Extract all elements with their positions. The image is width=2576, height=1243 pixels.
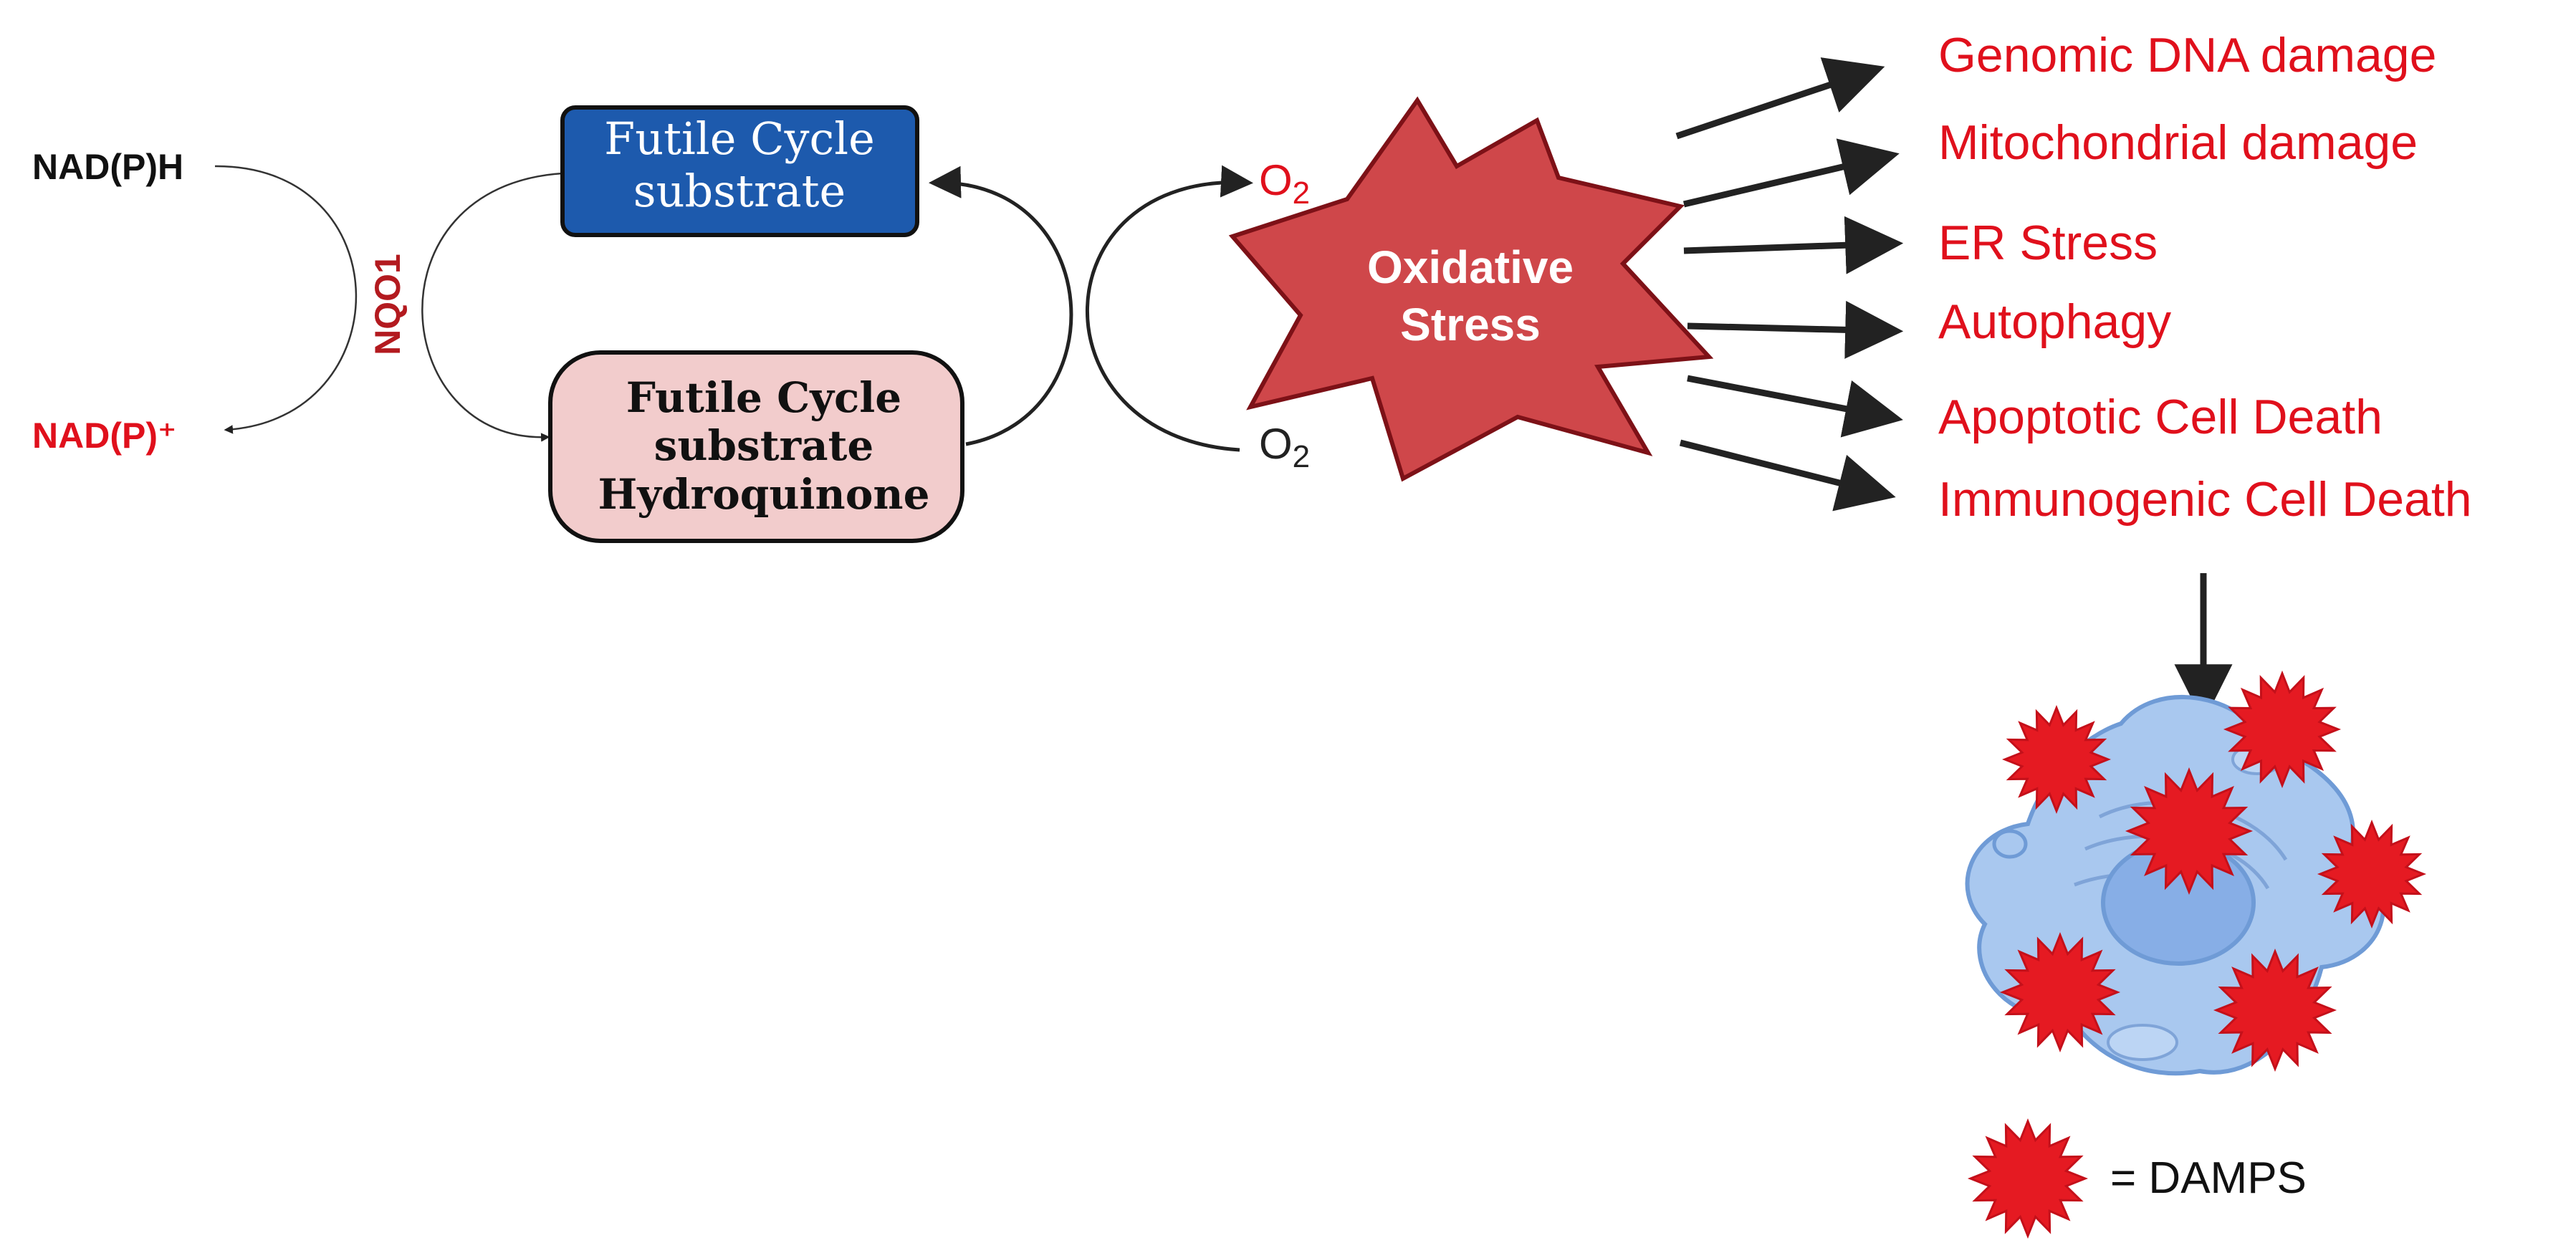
nadp-plus-label: NAD(P)⁺	[32, 416, 176, 456]
damp-particle	[1967, 1118, 2089, 1239]
svg-text:substrate: substrate	[633, 165, 846, 217]
svg-text:substrate: substrate	[654, 421, 874, 470]
arrow-to-icd	[1679, 439, 1896, 512]
oxygen-arc	[1085, 165, 1253, 452]
nadph-label: NAD(P)H	[32, 147, 183, 187]
legend: = DAMPS	[1967, 1118, 2307, 1239]
svg-text:Stress: Stress	[1400, 299, 1541, 350]
svg-text:Oxidative: Oxidative	[1367, 241, 1574, 293]
futile-cycle-substrate-box: Futile Cycle substrate	[560, 105, 919, 237]
outcome-autophagy: Autophagy	[1938, 294, 2171, 349]
outcome-mito-damage: Mitochondrial damage	[1938, 115, 2418, 170]
outcome-apoptosis: Apoptotic Cell Death	[1938, 390, 2383, 444]
legend-label: = DAMPS	[2110, 1153, 2307, 1203]
arrow-to-mito-damage	[1682, 138, 1900, 208]
outcome-er-stress: ER Stress	[1938, 216, 2158, 270]
damp-particle	[2223, 670, 2342, 789]
hydroquinone-box: Futile Cycle substrate Hydroquinone	[548, 350, 964, 543]
damp-particles	[1999, 670, 2427, 1072]
cofactor-arc	[214, 165, 358, 434]
svg-text:Futile Cycle: Futile Cycle	[604, 112, 875, 165]
outcome-arrows	[1675, 57, 1904, 512]
damp-particle	[2125, 767, 2254, 896]
damp-particle	[2001, 704, 2112, 815]
outcome-icd: Immunogenic Cell Death	[1938, 472, 2472, 527]
substrate-reduction-arc	[421, 172, 563, 442]
damp-particle	[2213, 948, 2337, 1072]
outcome-dna-damage: Genomic DNA damage	[1938, 28, 2436, 82]
svg-text:Hydroquinone: Hydroquinone	[598, 470, 930, 519]
oxygen-top-label: O2	[1259, 156, 1310, 211]
arrow-to-er-stress	[1683, 216, 1904, 274]
nqo1-label: NQO1	[368, 254, 408, 355]
damp-particle	[1999, 931, 2121, 1053]
damp-particle	[2317, 819, 2427, 929]
oxidative-stress-burst: Oxidative Stress	[1228, 96, 1714, 482]
damp-legend-icon	[1967, 1118, 2089, 1239]
arrow-to-autophagy	[1687, 300, 1904, 359]
svg-text:Futile Cycle: Futile Cycle	[626, 373, 901, 422]
oxidation-arc	[929, 165, 1073, 446]
oxygen-bottom-label: O2	[1259, 420, 1310, 474]
outcome-list: Genomic DNA damage Mitochondrial damage …	[1938, 28, 2472, 527]
arrow-to-dna-damage	[1675, 57, 1885, 140]
arrow-to-apoptosis	[1687, 375, 1903, 438]
